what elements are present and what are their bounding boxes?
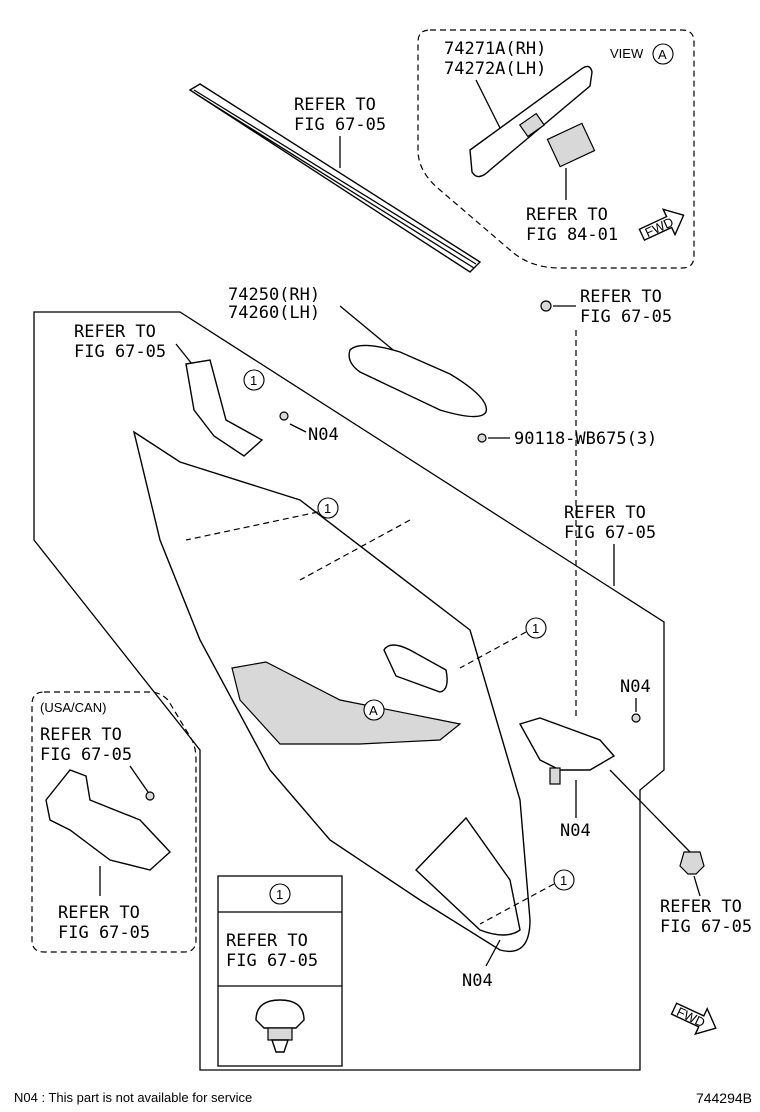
refer-to-label-clip-lower: REFER TO bbox=[660, 897, 742, 917]
fig-6705-label-clip-top: FIG 67-05 bbox=[580, 307, 672, 327]
fig-6705-label-usa: FIG 67-05 bbox=[40, 745, 132, 765]
drawing-number: 744294B bbox=[695, 1090, 752, 1106]
n04-label-mid: N04 bbox=[560, 821, 591, 841]
fig-6705-label-weatherstrip: FIG 67-05 bbox=[294, 115, 386, 135]
refer-to-label-usa-lower: REFER TO bbox=[58, 903, 140, 923]
dash-callout-right bbox=[459, 631, 527, 669]
part-number-74271a: 74271A(RH) bbox=[444, 39, 546, 59]
door-trim-lower-pocket bbox=[415, 816, 521, 936]
refer-to-label-weatherstrip: REFER TO bbox=[294, 95, 376, 115]
screw-n04-top-icon bbox=[279, 411, 289, 421]
callout-1-legend: 1 REFER TO FIG 67-05 bbox=[217, 875, 343, 1067]
inner-handle-part bbox=[383, 644, 448, 693]
push-clip-icon bbox=[255, 999, 305, 1053]
fig-6705-label-legend: FIG 67-05 bbox=[226, 951, 318, 971]
leader-74250 bbox=[339, 305, 399, 355]
leader-clip-lower bbox=[609, 769, 691, 853]
leader-bracket bbox=[175, 343, 193, 365]
screw-usa-icon bbox=[145, 791, 155, 801]
fwd-arrow-icon: FWD bbox=[638, 208, 685, 242]
main-assembly-border bbox=[33, 311, 665, 1071]
fig-6705-label-bracket: FIG 67-05 bbox=[74, 342, 166, 362]
usa-can-label: (USA/CAN) bbox=[40, 700, 106, 715]
part-number-74250: 74250(RH) bbox=[228, 285, 320, 305]
callout-1-upper bbox=[317, 497, 339, 519]
fig-6705-label-usa-lower: FIG 67-05 bbox=[58, 923, 150, 943]
right-bracket-clip bbox=[549, 767, 561, 785]
callout-1-right bbox=[525, 617, 547, 639]
callout-1-upper-text: 1 bbox=[324, 501, 331, 516]
part-number-74260: 74260(LH) bbox=[228, 303, 320, 323]
view-label: VIEW bbox=[610, 46, 644, 61]
window-switch-part bbox=[546, 122, 596, 168]
right-bracket-part bbox=[518, 717, 616, 771]
n04-label-bottom: N04 bbox=[462, 971, 493, 991]
switch-bezel-opening bbox=[518, 112, 546, 138]
leader-n04-top bbox=[289, 423, 307, 433]
refer-to-label-legend: REFER TO bbox=[226, 931, 308, 951]
refer-to-label-bracket: REFER TO bbox=[74, 322, 156, 342]
view-a-letter: A bbox=[658, 47, 667, 62]
refer-to-label-usa: REFER TO bbox=[40, 725, 122, 745]
footnote-n04: N04 : This part is not available for ser… bbox=[14, 1090, 253, 1105]
dash-callout-lower bbox=[479, 883, 555, 925]
refer-to-label-right: REFER TO bbox=[564, 503, 646, 523]
weatherstrip-part bbox=[188, 83, 482, 273]
usa-can-bracket-part bbox=[45, 769, 171, 871]
part-number-74272a: 74272A(LH) bbox=[444, 59, 546, 79]
dash-callout-upper bbox=[185, 511, 319, 541]
fig-6705-label-clip-lower: FIG 67-05 bbox=[660, 917, 752, 937]
dash-panel-center bbox=[299, 519, 411, 581]
screw-90118-icon bbox=[477, 433, 487, 443]
armrest-base-part bbox=[231, 661, 462, 745]
usa-can-inset-border bbox=[31, 691, 197, 953]
svg-text:FWD: FWD bbox=[643, 214, 676, 240]
part-number-90118: 90118-WB675(3) bbox=[514, 429, 657, 449]
callout-1-bracket-text: 1 bbox=[250, 373, 257, 388]
fwd-arrow-bottom-icon: FWD bbox=[670, 1002, 717, 1036]
svg-text:FWD: FWD bbox=[674, 1004, 707, 1030]
callout-1-lower-text: 1 bbox=[560, 873, 567, 888]
armrest-pad-part bbox=[348, 344, 488, 418]
refer-to-label-8401: REFER TO bbox=[526, 205, 608, 225]
n04-label-top: N04 bbox=[308, 425, 339, 445]
callout-1-lower bbox=[553, 869, 575, 891]
n04-label-right: N04 bbox=[620, 677, 651, 697]
view-a-inset-border bbox=[417, 29, 695, 269]
clip-top-icon bbox=[540, 300, 552, 312]
leader-n04-bottom bbox=[485, 939, 501, 967]
upper-bracket-part bbox=[185, 359, 264, 457]
door-trim-panel-part bbox=[132, 430, 531, 952]
callout-a-marker-text: A bbox=[369, 703, 378, 718]
refer-to-label-clip-top: REFER TO bbox=[580, 287, 662, 307]
view-a-circle bbox=[652, 43, 674, 65]
callout-1-right-text: 1 bbox=[532, 621, 539, 636]
callout-a-marker bbox=[363, 699, 385, 721]
screw-n04-right-icon bbox=[631, 713, 641, 723]
leader-clip-lower-ref bbox=[693, 875, 701, 897]
callout-1-legend-num: 1 bbox=[276, 887, 283, 902]
leader-74271a bbox=[475, 79, 501, 129]
leader-usa-clip bbox=[129, 765, 149, 793]
clip-lower-icon bbox=[679, 851, 705, 875]
fig-8401-label: FIG 84-01 bbox=[526, 225, 618, 245]
fig-6705-label-right: FIG 67-05 bbox=[564, 523, 656, 543]
callout-1-bracket bbox=[243, 369, 265, 391]
